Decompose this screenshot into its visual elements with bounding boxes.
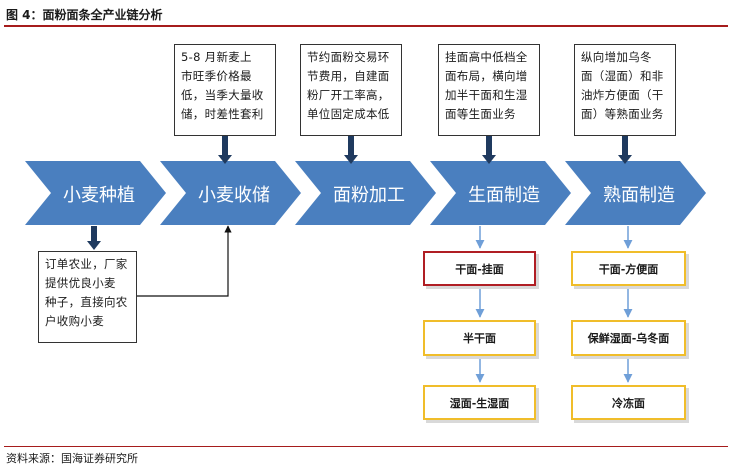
product-udon: 保鲜湿面-乌冬面 <box>571 320 686 356</box>
stage-label-processing: 面粉加工 <box>333 185 405 206</box>
chevron-cooked-noodle <box>565 161 706 225</box>
note-line: 节费用，自建面 <box>307 69 390 83</box>
note-line: 面（湿面）和非 <box>581 69 664 83</box>
note-line: 储，时差性套利 <box>181 107 264 121</box>
chevron-raw-noodle <box>430 161 571 225</box>
title-rule <box>4 25 728 27</box>
product-semi-dry-noodle: 半干面 <box>423 320 536 356</box>
product-dry-hanging-noodle: 干面-挂面 <box>423 251 536 286</box>
note-line: 5-8 月新麦上 <box>181 50 252 64</box>
chevron-processing <box>295 161 436 225</box>
note-line: 油炸方便面（干 <box>581 88 664 102</box>
note-line: 加半干面和生湿 <box>445 88 528 102</box>
note-line: 面布局，横向增 <box>445 69 528 83</box>
source-note: 资料来源：国海证券研究所 <box>6 452 138 465</box>
stage-label-cooked-noodle: 熟面制造 <box>603 185 675 206</box>
stage-label-planting: 小麦种植 <box>63 185 135 206</box>
note-cooked-noodle: 纵向增加乌冬 面（湿面）和非 油炸方便面（干 面）等熟面业务 <box>574 44 676 136</box>
note-line: 低，当季大量收 <box>181 88 264 102</box>
product-fresh-wet-noodle: 湿面-生湿面 <box>423 385 536 420</box>
note-line: 单位固定成本低 <box>307 107 390 121</box>
note-line: 粉厂开工率高， <box>307 88 390 102</box>
note-processing: 节约面粉交易环 节费用，自建面 粉厂开工率高， 单位固定成本低 <box>300 44 402 136</box>
footer-rule <box>4 446 728 447</box>
figure-title: 图 4：面粉面条全产业链分析 <box>6 8 163 22</box>
product-instant-noodle: 干面-方便面 <box>571 251 686 286</box>
product-frozen-noodle: 冷冻面 <box>571 385 686 420</box>
note-storage: 5-8 月新麦上 市旺季价格最 低，当季大量收 储，时差性套利 <box>174 44 276 136</box>
chevron-planting <box>25 161 166 225</box>
note-line: 提供优良小麦 <box>45 276 116 290</box>
note-line: 面）等熟面业务 <box>581 107 664 121</box>
note-line: 订单农业，厂家 <box>45 257 128 271</box>
connector-planting-to-storage <box>137 225 232 297</box>
note-line: 户收购小麦 <box>45 314 104 328</box>
note-raw-noodle: 挂面高中低档全 面布局，横向增 加半干面和生湿 面等生面业务 <box>438 44 540 136</box>
note-line: 种子，直接向农 <box>45 295 128 309</box>
note-planting: 订单农业，厂家 提供优良小麦 种子，直接向农 户收购小麦 <box>38 251 137 343</box>
stage-label-raw-noodle: 生面制造 <box>468 185 540 206</box>
stage-label-storage: 小麦收储 <box>198 185 270 206</box>
note-line: 市旺季价格最 <box>181 69 252 83</box>
chevron-storage <box>160 161 301 225</box>
note-line: 挂面高中低档全 <box>445 50 528 64</box>
note-arrows <box>87 136 632 250</box>
note-line: 面等生面业务 <box>445 107 516 121</box>
note-line: 节约面粉交易环 <box>307 50 390 64</box>
note-line: 纵向增加乌冬 <box>581 50 652 64</box>
